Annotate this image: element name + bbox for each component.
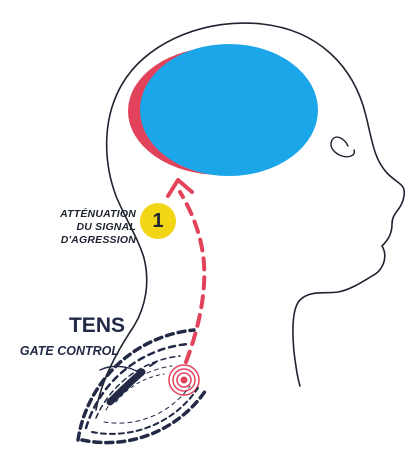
- ear: [331, 137, 354, 157]
- gate-control-label: GATE CONTROL: [0, 344, 119, 359]
- attenuation-label-line-1: ATTÉNUATION: [20, 208, 136, 221]
- attenuation-label-line-3: D'AGRESSION: [20, 234, 136, 247]
- attenuation-label-line-2: DU SIGNAL: [20, 221, 136, 234]
- pain-signal-arrow: [180, 192, 204, 362]
- electrode-lead: [100, 366, 138, 372]
- brain-blue: [140, 44, 318, 176]
- tens-title: TENS: [30, 314, 125, 338]
- pain-point-target: [169, 365, 199, 395]
- step-number-badge: 1: [140, 203, 176, 239]
- tens-electrode-icon: [110, 362, 156, 402]
